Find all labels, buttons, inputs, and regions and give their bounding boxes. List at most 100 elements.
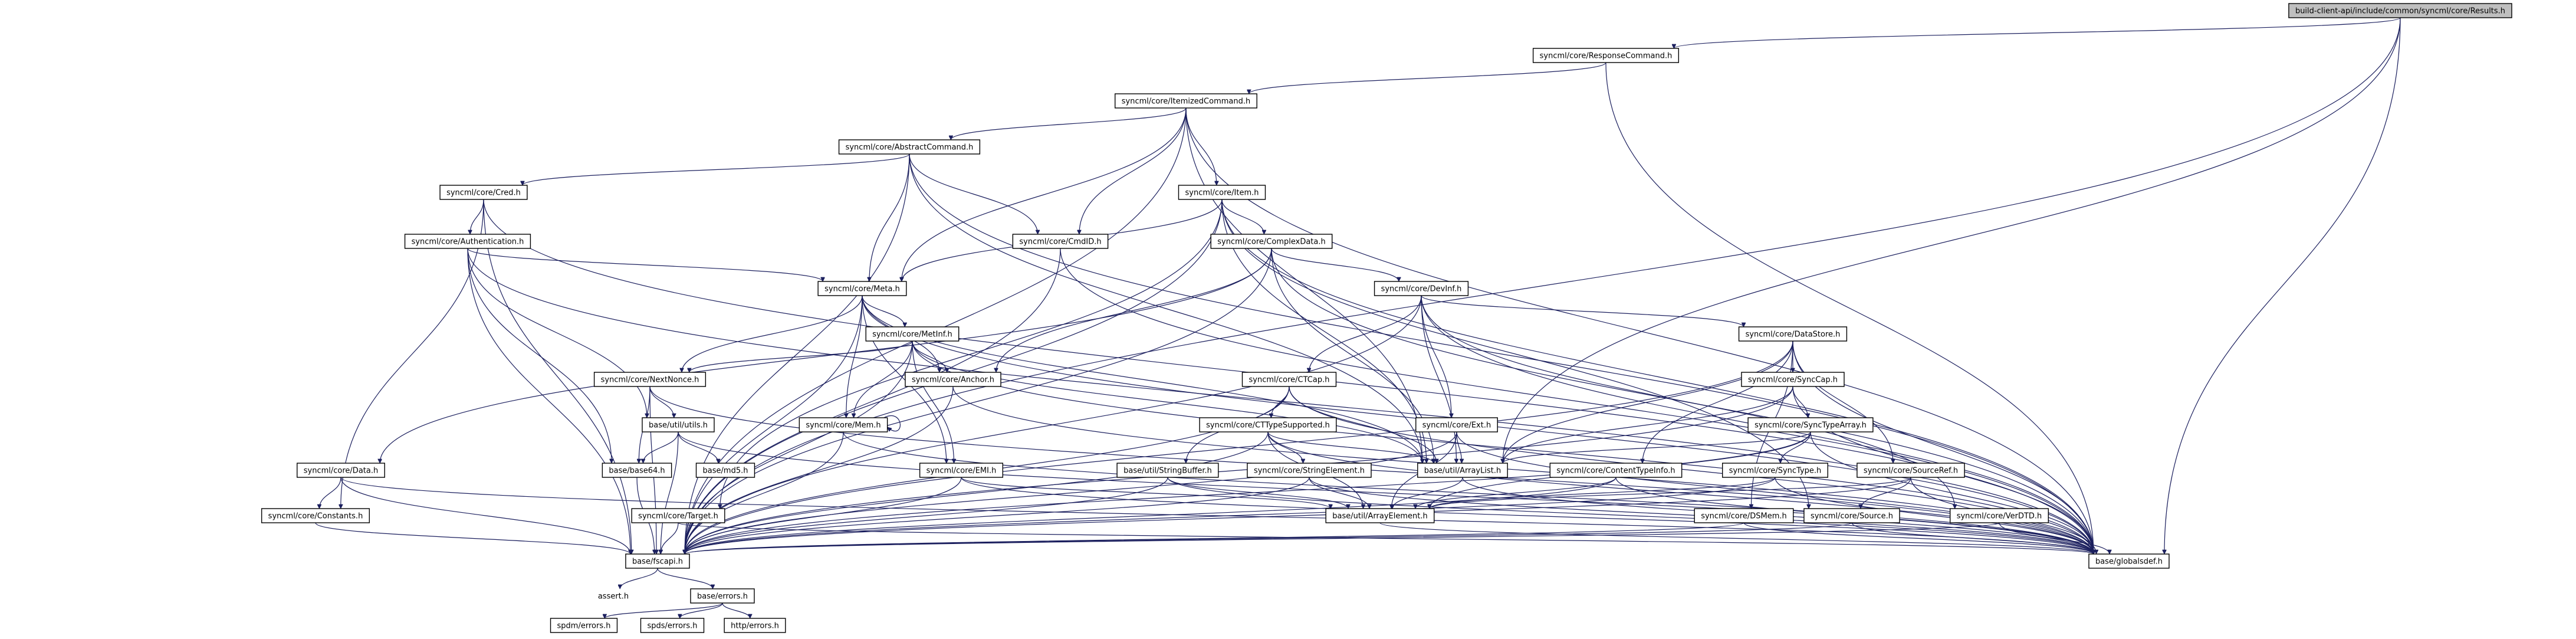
- node-fscapi[interactable]: base/fscapi.h: [625, 553, 690, 569]
- node-box: [817, 281, 907, 296]
- node-globalsdef[interactable]: base/globalsdef.h: [2088, 553, 2170, 569]
- node-data[interactable]: syncml/core/Data.h: [297, 463, 385, 478]
- dependency-edge-itemizedcommand-to-item: [1185, 107, 1217, 185]
- dependency-edge-abstractcommand-to-fscapi: [685, 153, 910, 554]
- node-itemizedcommand[interactable]: syncml/core/ItemizedCommand.h: [1115, 93, 1257, 109]
- node-cred[interactable]: syncml/core/Cred.h: [439, 185, 528, 200]
- dependency-edge-datastore-to-contenttypeinfo: [1642, 340, 1793, 463]
- node-synctype[interactable]: syncml/core/SyncType.h: [1721, 463, 1829, 478]
- node-results[interactable]: build-client-api/include/common/syncml/c…: [2288, 3, 2512, 18]
- node-md5[interactable]: base/md5.h: [695, 463, 755, 478]
- node-box: [439, 185, 528, 200]
- node-anchor[interactable]: syncml/core/Anchor.h: [905, 372, 1001, 387]
- node-httperrors[interactable]: http/errors.h: [724, 618, 786, 633]
- dependency-edge-datastore-to-sourceref: [1792, 340, 1893, 463]
- node-box: [1694, 508, 1794, 523]
- dependency-edge-target-to-globalsdef: [678, 522, 2094, 554]
- node-label: syncml/core/ItemizedCommand.h: [1122, 97, 1251, 106]
- node-errors[interactable]: base/errors.h: [690, 588, 755, 604]
- node-stringbuffer[interactable]: base/util/StringBuffer.h: [1116, 463, 1219, 478]
- node-ctcap[interactable]: syncml/core/CTCap.h: [1241, 372, 1337, 387]
- node-cttypesupported[interactable]: syncml/core/CTTypeSupported.h: [1199, 417, 1337, 432]
- node-spdserrors[interactable]: spds/errors.h: [640, 618, 705, 633]
- dependency-edge-itemizedcommand-to-arraylist: [1185, 107, 1422, 463]
- node-dsmem[interactable]: syncml/core/DSMem.h: [1694, 508, 1794, 523]
- dependency-edge-sourceref-to-source: [1861, 477, 1911, 509]
- dependency-edge-meta-to-metinf: [862, 295, 905, 327]
- node-contenttypeinfo[interactable]: syncml/core/ContentTypeInfo.h: [1549, 463, 1683, 478]
- node-label: syncml/core/DevInf.h: [1381, 285, 1462, 294]
- node-label: base/globalsdef.h: [2095, 558, 2163, 566]
- dependency-edge-stringelement-to-fscapi: [685, 477, 1310, 554]
- node-source[interactable]: syncml/core/Source.h: [1803, 508, 1900, 523]
- node-label: base/md5.h: [703, 467, 748, 476]
- dependency-edge-meta-to-emi: [862, 295, 947, 463]
- dependency-edge-abstractcommand-to-arraylist: [909, 153, 1422, 463]
- node-synccap[interactable]: syncml/core/SyncCap.h: [1741, 372, 1845, 387]
- node-box: [799, 417, 888, 432]
- dependency-edge-responsecommand-to-itemizedcommand: [1249, 62, 1606, 94]
- dependency-edge-errors-to-spdserrors: [680, 602, 723, 618]
- node-arraylist[interactable]: base/util/ArrayList.h: [1417, 463, 1508, 478]
- node-label: syncml/core/SyncTypeArray.h: [1754, 421, 1867, 430]
- node-authentication[interactable]: syncml/core/Authentication.h: [404, 234, 531, 249]
- node-box: [1115, 93, 1257, 109]
- dependency-edge-datastore-to-arraylist: [1503, 340, 1793, 463]
- node-label: syncml/core/EMI.h: [926, 467, 997, 476]
- dependency-edge-synccap-to-synctypearray: [1792, 386, 1808, 418]
- dependency-edge-itemizedcommand-to-meta: [902, 107, 1187, 281]
- node-arrayelement[interactable]: base/util/ArrayElement.h: [1325, 508, 1435, 523]
- dependency-edge-abstractcommand-to-meta: [869, 153, 910, 281]
- node-label: syncml/core/Target.h: [638, 512, 718, 521]
- node-utils[interactable]: base/util/utils.h: [642, 417, 715, 432]
- node-spdmerrors[interactable]: spdm/errors.h: [550, 618, 618, 633]
- node-box: [1747, 417, 1874, 432]
- dependency-edge-stringbuffer-to-globalsdef: [1167, 477, 2094, 554]
- dependency-edge-synccap-to-arraylist: [1503, 386, 1793, 463]
- node-box: [1857, 463, 1965, 478]
- dependency-edge-abstractcommand-to-cmdid: [909, 153, 1038, 234]
- node-box: [1949, 508, 2049, 523]
- dependency-edge-errors-to-spdmerrors: [604, 602, 723, 618]
- node-assert[interactable]: assert.h: [592, 589, 635, 603]
- node-meta[interactable]: syncml/core/Meta.h: [817, 281, 907, 296]
- node-nextnonce[interactable]: syncml/core/NextNonce.h: [593, 372, 707, 387]
- node-constants[interactable]: syncml/core/Constants.h: [261, 508, 370, 523]
- node-box: [1532, 48, 1680, 63]
- node-box: [625, 553, 690, 569]
- dependency-edge-emi-to-arrayelement: [961, 477, 1330, 509]
- node-box: [695, 463, 755, 478]
- node-mem[interactable]: syncml/core/Mem.h: [799, 417, 888, 432]
- dependency-edge-item-to-globalsdef: [1221, 199, 2094, 554]
- node-verdtd[interactable]: syncml/core/VerDTD.h: [1949, 508, 2049, 523]
- node-datastore[interactable]: syncml/core/DataStore.h: [1738, 326, 1848, 342]
- node-target[interactable]: syncml/core/Target.h: [631, 508, 725, 523]
- node-box: [642, 417, 715, 432]
- dependency-edge-meta-to-nextnonce: [682, 295, 863, 372]
- node-box: [2088, 553, 2170, 569]
- node-synctypearray[interactable]: syncml/core/SyncTypeArray.h: [1747, 417, 1874, 432]
- node-metinf[interactable]: syncml/core/MetInf.h: [865, 326, 960, 342]
- dependency-edge-mem-to-mem: [883, 415, 901, 431]
- dependency-edge-contenttypeinfo-to-fscapi: [685, 477, 1616, 554]
- node-item[interactable]: syncml/core/Item.h: [1178, 185, 1266, 200]
- dependency-edge-abstractcommand-to-globalsdef: [909, 153, 2094, 554]
- node-ext[interactable]: syncml/core/Ext.h: [1415, 417, 1498, 432]
- node-cmdid[interactable]: syncml/core/CmdID.h: [1012, 234, 1109, 249]
- node-label: syncml/core/Authentication.h: [412, 238, 524, 247]
- node-label: syncml/core/Source.h: [1811, 512, 1893, 521]
- node-sourceref[interactable]: syncml/core/SourceRef.h: [1857, 463, 1965, 478]
- dependency-edge-complexdata-to-anchor: [996, 248, 1272, 372]
- node-label: base/util/ArrayList.h: [1424, 467, 1501, 476]
- node-complexdata[interactable]: syncml/core/ComplexData.h: [1210, 234, 1333, 249]
- dependency-edge-constants-to-fscapi: [315, 522, 630, 554]
- node-stringelement[interactable]: syncml/core/StringElement.h: [1247, 463, 1372, 478]
- node-abstractcommand[interactable]: syncml/core/AbstractCommand.h: [838, 139, 981, 155]
- node-devinf[interactable]: syncml/core/DevInf.h: [1374, 281, 1469, 296]
- node-emi[interactable]: syncml/core/EMI.h: [919, 463, 1004, 478]
- node-responsecommand[interactable]: syncml/core/ResponseCommand.h: [1532, 48, 1680, 63]
- node-label: syncml/core/Cred.h: [446, 189, 521, 198]
- dependency-edge-arrayelement-to-globalsdef: [1379, 522, 2094, 554]
- node-base64[interactable]: base/base64.h: [602, 463, 672, 478]
- node-label: syncml/core/NextNonce.h: [601, 376, 699, 385]
